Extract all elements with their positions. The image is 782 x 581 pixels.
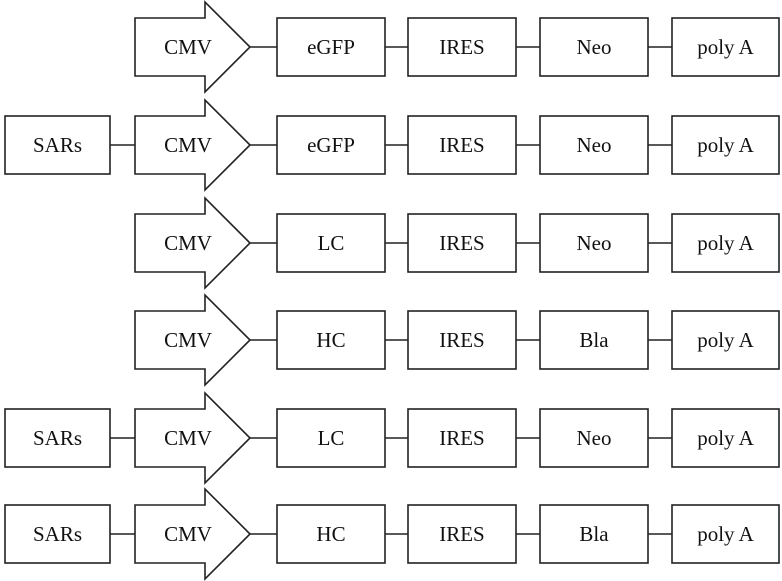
- ires-box: [407, 310, 517, 370]
- polya-box: [671, 213, 780, 273]
- polya-box-label: poly A: [697, 133, 754, 157]
- ires-box-label: IRES: [439, 426, 485, 450]
- gene-box: [276, 17, 386, 77]
- promoter-label: CMV: [164, 328, 212, 352]
- gene-box: [276, 408, 386, 468]
- gene-box-label: eGFP: [307, 133, 355, 157]
- ires-box: [407, 115, 517, 175]
- marker-box-label: Neo: [577, 35, 612, 59]
- sars-box-label: SARs: [33, 426, 82, 450]
- gene-box-label: LC: [318, 426, 345, 450]
- promoter-label: CMV: [164, 231, 212, 255]
- ires-box-label: IRES: [439, 231, 485, 255]
- polya-box-label: poly A: [697, 35, 754, 59]
- polya-box-label: poly A: [697, 522, 754, 546]
- gene-box-label: eGFP: [307, 35, 355, 59]
- cmv-promoter-arrow: [134, 0, 252, 94]
- polya-box: [671, 504, 780, 564]
- gene-box: [276, 504, 386, 564]
- sars-box-label: SARs: [33, 133, 82, 157]
- polya-box-label: poly A: [697, 328, 754, 352]
- cmv-promoter-arrow: [134, 196, 252, 290]
- cmv-promoter-arrow: [134, 98, 252, 192]
- cmv-promoter-arrow: [134, 391, 252, 485]
- cmv-promoter-arrow: [134, 487, 252, 581]
- gene-box: [276, 213, 386, 273]
- gene-box-label: HC: [316, 522, 345, 546]
- gene-box-label: LC: [318, 231, 345, 255]
- polya-box-label: poly A: [697, 426, 754, 450]
- gene-box: [276, 310, 386, 370]
- marker-box: [539, 115, 649, 175]
- marker-box-label: Neo: [577, 231, 612, 255]
- marker-box-label: Bla: [579, 328, 609, 352]
- sars-box-label: SARs: [33, 522, 82, 546]
- sars-box: [4, 504, 111, 564]
- sars-box: [4, 408, 111, 468]
- marker-box: [539, 213, 649, 273]
- cmv-promoter-arrow: [134, 293, 252, 387]
- promoter-label: CMV: [164, 133, 212, 157]
- ires-box-label: IRES: [439, 35, 485, 59]
- sars-box: [4, 115, 111, 175]
- polya-box-label: poly A: [697, 231, 754, 255]
- marker-box-label: Bla: [579, 522, 609, 546]
- gene-box-label: HC: [316, 328, 345, 352]
- marker-box-label: Neo: [577, 133, 612, 157]
- polya-box: [671, 17, 780, 77]
- ires-box-label: IRES: [439, 133, 485, 157]
- ires-box-label: IRES: [439, 328, 485, 352]
- polya-box: [671, 115, 780, 175]
- promoter-label: CMV: [164, 426, 212, 450]
- ires-box-label: IRES: [439, 522, 485, 546]
- marker-box: [539, 17, 649, 77]
- marker-box-label: Neo: [577, 426, 612, 450]
- marker-box: [539, 310, 649, 370]
- promoter-label: CMV: [164, 522, 212, 546]
- polya-box: [671, 408, 780, 468]
- ires-box: [407, 213, 517, 273]
- polya-box: [671, 310, 780, 370]
- promoter-label: CMV: [164, 35, 212, 59]
- marker-box: [539, 504, 649, 564]
- marker-box: [539, 408, 649, 468]
